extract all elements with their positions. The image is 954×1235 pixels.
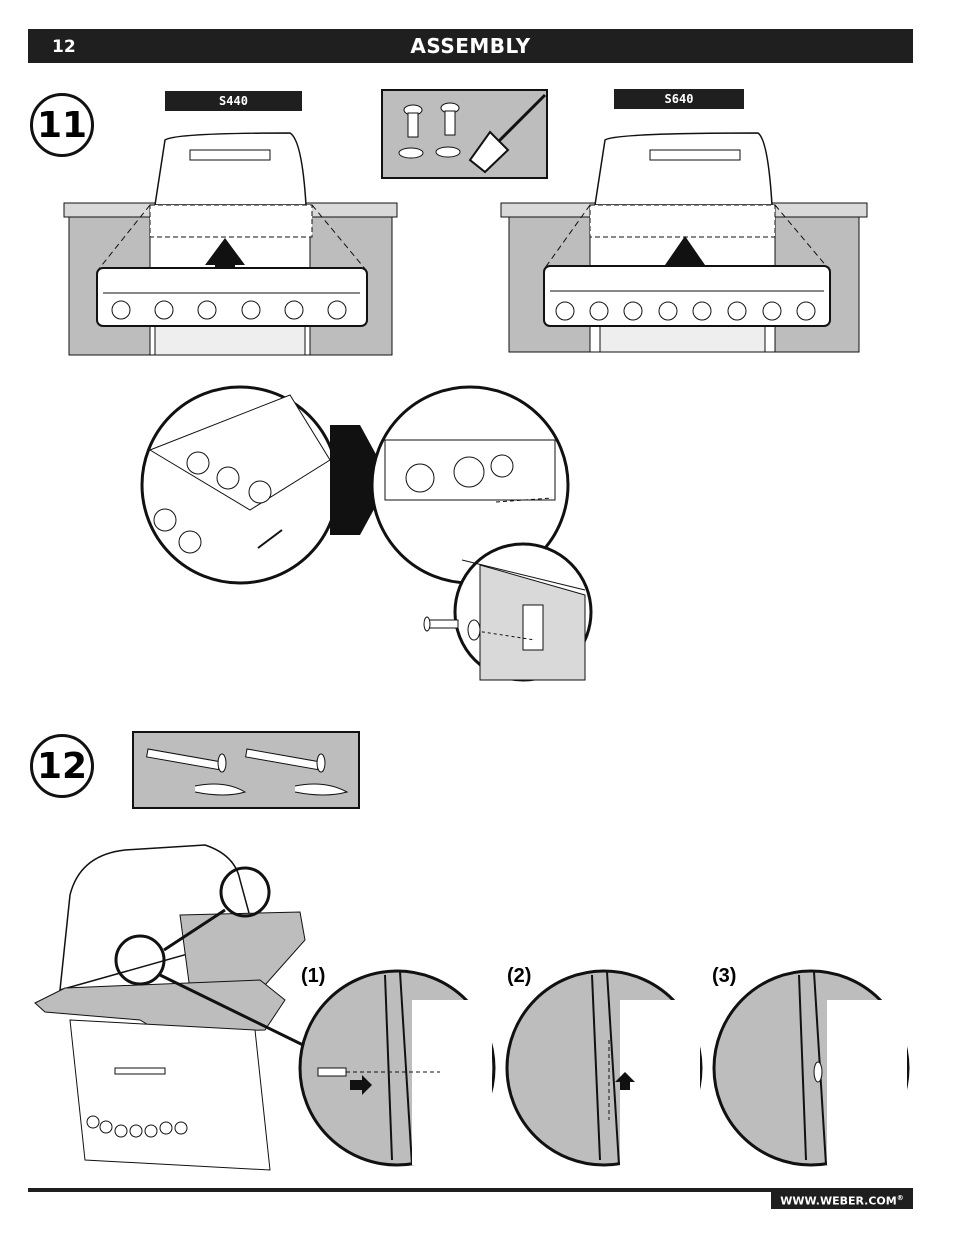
sub-step-label-1: (1) [301, 965, 325, 988]
hardware-box-pins [133, 732, 359, 808]
grill-hood-illustration [35, 845, 305, 1170]
grill-s640-illustration [501, 133, 867, 352]
grill-s440-illustration [64, 133, 397, 355]
sub-step-label-2: (2) [507, 965, 531, 988]
detail-bolt-circle [455, 544, 591, 680]
trademark-symbol: ® [897, 1194, 904, 1202]
hinge-step-3-circle [714, 971, 908, 1165]
detail-control-panel-circle [142, 387, 338, 583]
bolt-washer-icon [424, 617, 480, 640]
hinge-step-1-circle [300, 971, 494, 1165]
footer-website: WWW.WEBER.COM® [771, 1188, 913, 1209]
hinge-step-2-circle [507, 971, 701, 1165]
hardware-box-screws [382, 90, 547, 178]
step-12-number: 12 [30, 734, 94, 798]
website-text: WWW.WEBER.COM [780, 1195, 896, 1208]
sub-step-label-3: (3) [712, 965, 736, 988]
